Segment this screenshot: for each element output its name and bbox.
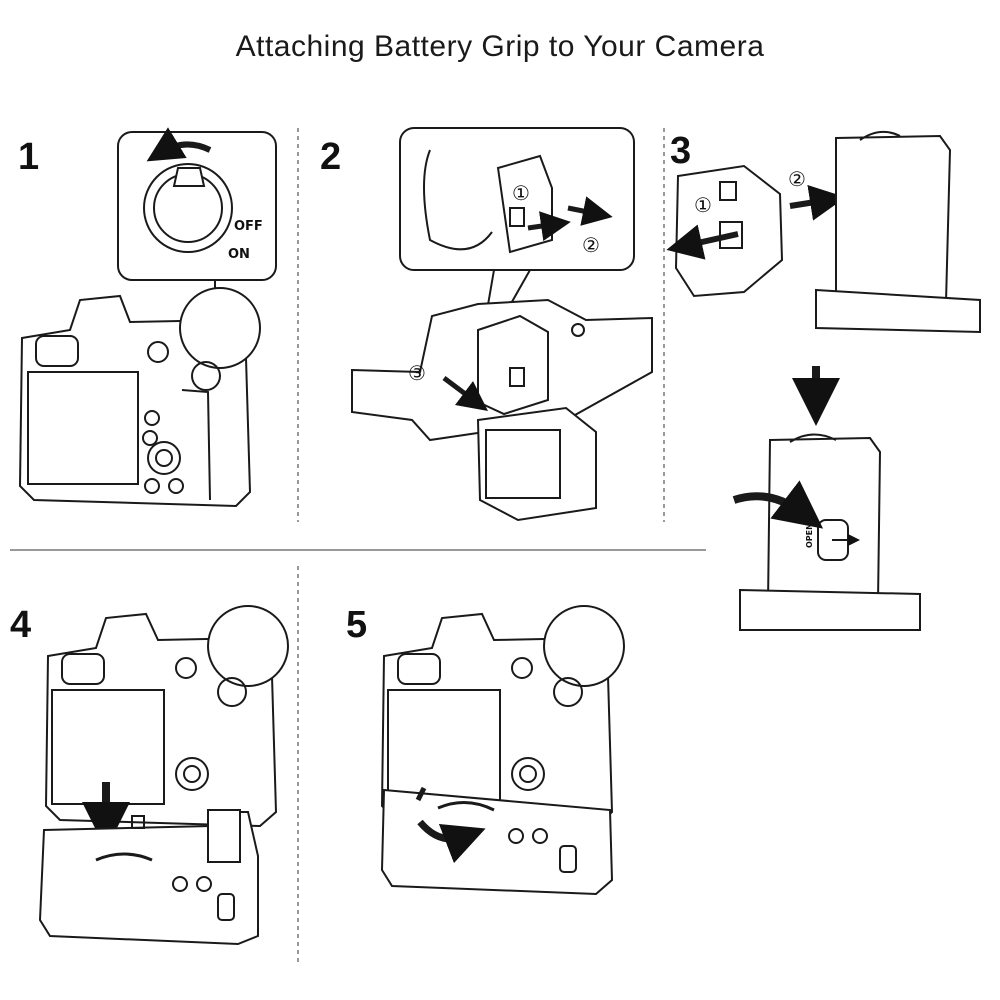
slide-arrow-icon: [527, 211, 571, 241]
panel-dividers: [10, 128, 706, 962]
attach-arrow-icon: [789, 185, 846, 221]
step-2-marker-1: ①: [512, 181, 530, 205]
step-3-marker-1: ①: [694, 193, 712, 217]
camera-rear-screen-4: [51, 689, 165, 805]
step-3-illustration: ① ② OPEN: [666, 130, 981, 631]
camera-lens: [179, 287, 261, 369]
power-switch-icon: [143, 163, 233, 253]
page-title: Attaching Battery Grip to Your Camera: [235, 30, 765, 63]
swing-arrow-icon: [732, 480, 824, 529]
battery-door: [477, 314, 549, 416]
attached-battery-grip: [380, 788, 614, 896]
camera-rear-screen-5: [387, 689, 501, 805]
step-1-illustration: OFF ON: [18, 127, 277, 508]
step-number-4: 4: [10, 604, 32, 646]
step-number-3: 3: [670, 130, 692, 172]
step-4-illustration: [38, 605, 289, 946]
step-number-1: 1: [18, 136, 40, 178]
step-number-5: 5: [346, 604, 368, 646]
power-switch-callout: [117, 131, 277, 281]
step-3-marker-2: ②: [788, 167, 806, 191]
camera-rear-screen: [27, 371, 139, 485]
step-2-illustration: ① ② ③: [351, 127, 653, 522]
step-5-illustration: [380, 605, 625, 896]
open-latch-label: OPEN: [805, 523, 814, 548]
switch-off-label: OFF: [234, 219, 263, 234]
step-number-2: 2: [320, 136, 342, 178]
slide-arrow-icon-2: [567, 196, 613, 226]
battery-cover: [674, 164, 784, 298]
switch-on-label: ON: [228, 247, 250, 262]
step-2-marker-3: ③: [408, 361, 426, 385]
tighten-arrow-icon: [417, 819, 486, 864]
rotate-arrow-icon: [146, 127, 212, 162]
step-2-marker-2: ②: [582, 233, 600, 257]
remove-arrow-icon: [666, 224, 739, 260]
grip-battery-tray: [835, 134, 952, 308]
insert-arrow-icon: [442, 376, 488, 411]
